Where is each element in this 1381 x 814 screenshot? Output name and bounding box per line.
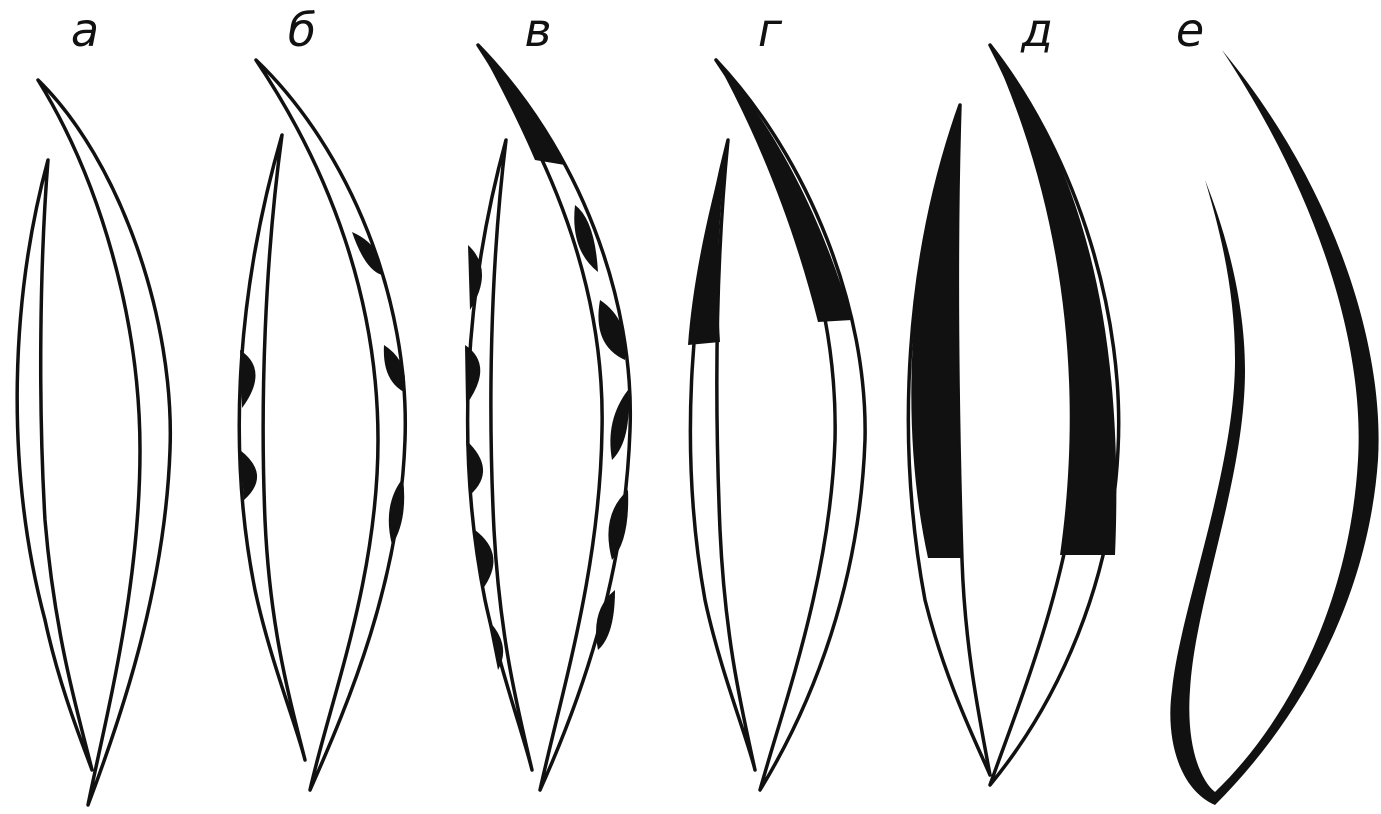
panel-v-drawing — [465, 45, 630, 790]
panel-a-inner-blade — [17, 160, 92, 770]
panel-b-inner-blade — [239, 135, 305, 760]
panel-e-drawing — [1170, 50, 1378, 805]
panel-d-drawing — [908, 45, 1118, 785]
panel-d-inner-dark-section — [911, 105, 962, 558]
panel-g-inner-blade — [690, 140, 755, 770]
panel-e-solid-blade — [1170, 50, 1378, 805]
panel-d-outer-dark-section — [990, 45, 1116, 555]
panel-g-outer-dark-section — [716, 60, 852, 322]
panel-g-drawing — [688, 60, 865, 790]
panel-v-tip — [478, 45, 565, 165]
panel-b-drawing — [239, 60, 405, 790]
panel-a-outer-blade — [38, 80, 170, 805]
panel-a-drawing — [17, 80, 170, 805]
